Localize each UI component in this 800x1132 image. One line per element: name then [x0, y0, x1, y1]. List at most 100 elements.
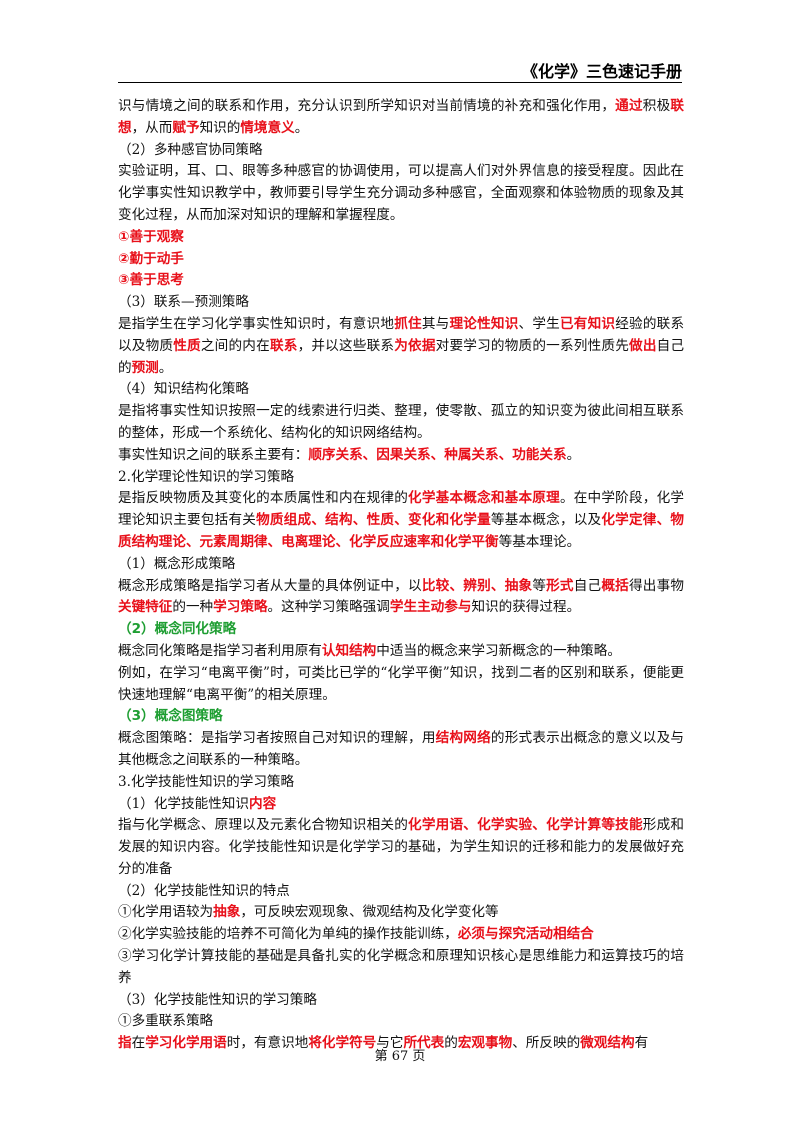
text-run: 例如，在学习“电离平衡”时，可类比已学的“化学平衡”知识，找到二者的区别和联系，…: [118, 664, 684, 703]
highlight-red: 关键特征: [118, 599, 173, 616]
text-run: 的形式表示出概念的意义以及与其他概念之间联系的一种策略。: [118, 730, 685, 768]
text-run: （1）概念形成策略: [118, 555, 236, 572]
highlight-red: ②勤于动手: [118, 250, 184, 267]
text-run: 经验的联系以及物质: [118, 315, 685, 354]
text-run: 知识的: [199, 119, 241, 136]
header-divider: [118, 82, 682, 83]
text-run: 其与: [421, 315, 450, 332]
paragraph: 指与化学概念、原理以及元素化合物知识相关的化学用语、化学实验、化学计算等技能形成…: [118, 815, 684, 880]
paragraph: 是指反映物质及其变化的本质属性和内在规律的化学基本概念和基本原理。在中学阶段，化…: [118, 488, 684, 553]
text-run: 自己: [573, 577, 602, 594]
paragraph: （2）化学技能性知识的特点: [118, 881, 684, 903]
highlight-red: 所代表: [403, 1035, 445, 1052]
paragraph: ③善于思考: [118, 270, 684, 292]
highlight-red: 为依据: [394, 337, 436, 354]
highlight-red: 学生主动参与: [389, 599, 472, 616]
highlight-red: 赋予: [172, 119, 200, 136]
paragraph: 概念形成策略是指学习者从大量的具体例证中，以比较、辨别、抽象等形式自己概括得出事…: [118, 576, 684, 620]
text-run: 知识的获得过程。: [471, 599, 581, 616]
highlight-red: 比较、辨别、抽象: [421, 577, 533, 594]
paragraph: 实验证明，耳、口、眼等多种感官的协调使用，可以提高人们对外界信息的接受程度。因此…: [118, 161, 684, 226]
text-run: 时，有意识地: [226, 1035, 309, 1052]
paragraph: 是指学生在学习化学事实性知识时，有意识地抓住其与理论性知识、学生已有知识经验的联…: [118, 314, 684, 379]
highlight-red: 抓住: [394, 315, 422, 332]
paragraph: 例如，在学习“电离平衡”时，可类比已学的“化学平衡”知识，找到二者的区别和联系，…: [118, 663, 684, 707]
header-title: 《化学》三色速记手册: [521, 62, 682, 81]
paragraph: 事实性知识之间的联系主要有：顺序关系、因果关系、种属关系、功能关系。: [118, 445, 684, 467]
text-run: ①化学用语较为: [118, 904, 214, 921]
text-run: 的: [444, 1035, 458, 1052]
highlight-green: （2）概念同化策略: [118, 621, 237, 638]
text-run: 有: [634, 1035, 649, 1052]
text-run: 2.化学理论性知识的学习策略: [118, 468, 295, 485]
text-run: 与它: [376, 1035, 404, 1052]
highlight-red: 形式: [546, 577, 574, 594]
paragraph: 概念图策略：是指学习者按照自己对知识的理解，用结构网络的形式表示出概念的意义以及…: [118, 728, 684, 772]
highlight-red: 必须与探究活动相结合: [457, 926, 594, 943]
highlight-red: 联系: [269, 337, 298, 354]
highlight-red: 内容: [249, 795, 277, 812]
text-run: ②化学实验技能的培养不可简化为单纯的操作技能训练，: [118, 926, 458, 943]
highlight-red: 顺序关系、因果关系、种属关系、功能关系: [308, 446, 567, 463]
highlight-red: 指: [118, 1035, 132, 1052]
text-run: 形成和发展的知识内容。化学技能性知识是化学学习的基础，为学生知识的迁移和能力的发…: [118, 817, 685, 877]
text-run: 。在中学阶段，化学理论知识主要包括有关: [118, 490, 685, 529]
highlight-red: 联想: [118, 98, 685, 136]
text-run: 概念形成策略是指学习者从大量的具体例证中，以: [118, 577, 422, 594]
text-run: 、所反映的: [512, 1035, 581, 1052]
highlight-red: 学习策略: [213, 599, 268, 616]
highlight-red: 概括: [601, 577, 629, 594]
highlight-red: 已有知识: [559, 315, 616, 332]
highlight-red: 理论性知识: [449, 315, 519, 332]
highlight-red: 抽象: [213, 904, 241, 921]
paragraph: ②化学实验技能的培养不可简化为单纯的操作技能训练，必须与探究活动相结合: [118, 924, 684, 946]
text-run: 3.化学技能性知识的学习策略: [118, 773, 295, 790]
text-run: ，并以这些联系: [297, 337, 395, 354]
highlight-green: （3）概念图策略: [118, 708, 223, 725]
paragraph: 2.化学理论性知识的学习策略: [118, 467, 684, 489]
text-run: 。: [566, 446, 581, 463]
text-run: 、学生: [518, 315, 560, 332]
page-number: 第 67 页: [374, 1049, 426, 1064]
text-run: （2）多种感官协同策略: [118, 141, 263, 158]
paragraph: （1）化学技能性知识内容: [118, 794, 684, 816]
highlight-red: 物质组成、结构、性质、变化和化学量: [256, 512, 491, 529]
highlight-red: ③善于思考: [118, 272, 184, 289]
paragraph: （4）知识结构化策略: [118, 379, 684, 401]
text-run: 积极: [642, 98, 671, 114]
highlight-red: 化学基本概念和基本原理: [408, 490, 560, 507]
paragraph: （3）概念图策略: [118, 706, 684, 728]
text-run: 等基本理论。: [498, 533, 581, 550]
paragraph: 识与情境之间的联系和作用，充分认识到所学知识对当前情境的补充和强化作用，通过积极…: [118, 96, 684, 140]
highlight-red: 性质: [173, 337, 201, 354]
text-run: 得出事物: [629, 577, 685, 594]
paragraph: ②勤于动手: [118, 249, 684, 271]
text-run: 是指反映物质及其变化的本质属性和内在规律的: [118, 490, 409, 507]
highlight-red: 宏观事物: [457, 1035, 513, 1052]
highlight-red: 微观结构: [580, 1035, 635, 1052]
text-run: 等基本概念，以及: [490, 512, 602, 529]
paragraph: 是指将事实性知识按照一定的线索进行归类、整理，使零散、孤立的知识变为彼此间相互联…: [118, 401, 684, 445]
text-run: 事实性知识之间的联系主要有：: [118, 446, 309, 463]
highlight-red: 将化学符号: [308, 1035, 377, 1052]
paragraph: 概念同化策略是指学习者利用原有认知结构中适当的概念来学习新概念的一种策略。: [118, 641, 684, 663]
highlight-red: 通过: [615, 98, 643, 114]
text-run: 实验证明，耳、口、眼等多种感官的协调使用，可以提高人们对外界信息的接受程度。因此…: [118, 163, 684, 223]
text-run: 中适当的概念来学习新概念的一种策略。: [376, 642, 621, 659]
highlight-red: 化学定律、物质结构理论、元素周期律、电离理论、化学反应速率和化学平衡: [118, 512, 685, 550]
text-run: （1）化学技能性知识: [118, 795, 249, 812]
paragraph: ①善于观察: [118, 227, 684, 249]
text-run: 等: [532, 577, 547, 594]
text-run: （3）联系—预测策略: [118, 294, 249, 311]
paragraph: （2）概念同化策略: [118, 619, 684, 641]
highlight-red: 做出: [629, 337, 657, 354]
paragraph: （1）概念形成策略: [118, 554, 684, 576]
text-run: 对要学习的物质的一系列性质先: [435, 337, 630, 354]
text-run: ，从而: [131, 119, 173, 136]
text-run: （3）化学技能性知识的学习策略: [118, 991, 317, 1008]
text-run: 是指学生在学习化学事实性知识时，有意识地: [118, 315, 395, 332]
paragraph: ①化学用语较为抽象，可反映宏观现象、微观结构及化学变化等: [118, 902, 684, 924]
page-body: 识与情境之间的联系和作用，充分认识到所学知识对当前情境的补充和强化作用，通过积极…: [118, 96, 684, 1055]
text-run: ③学习化学计算技能的基础是具备扎实的化学概念和原理知识核心是思维能力和运算技巧的…: [118, 948, 684, 986]
text-run: 是指将事实性知识按照一定的线索进行归类、整理，使零散、孤立的知识变为彼此间相互联…: [118, 403, 684, 441]
